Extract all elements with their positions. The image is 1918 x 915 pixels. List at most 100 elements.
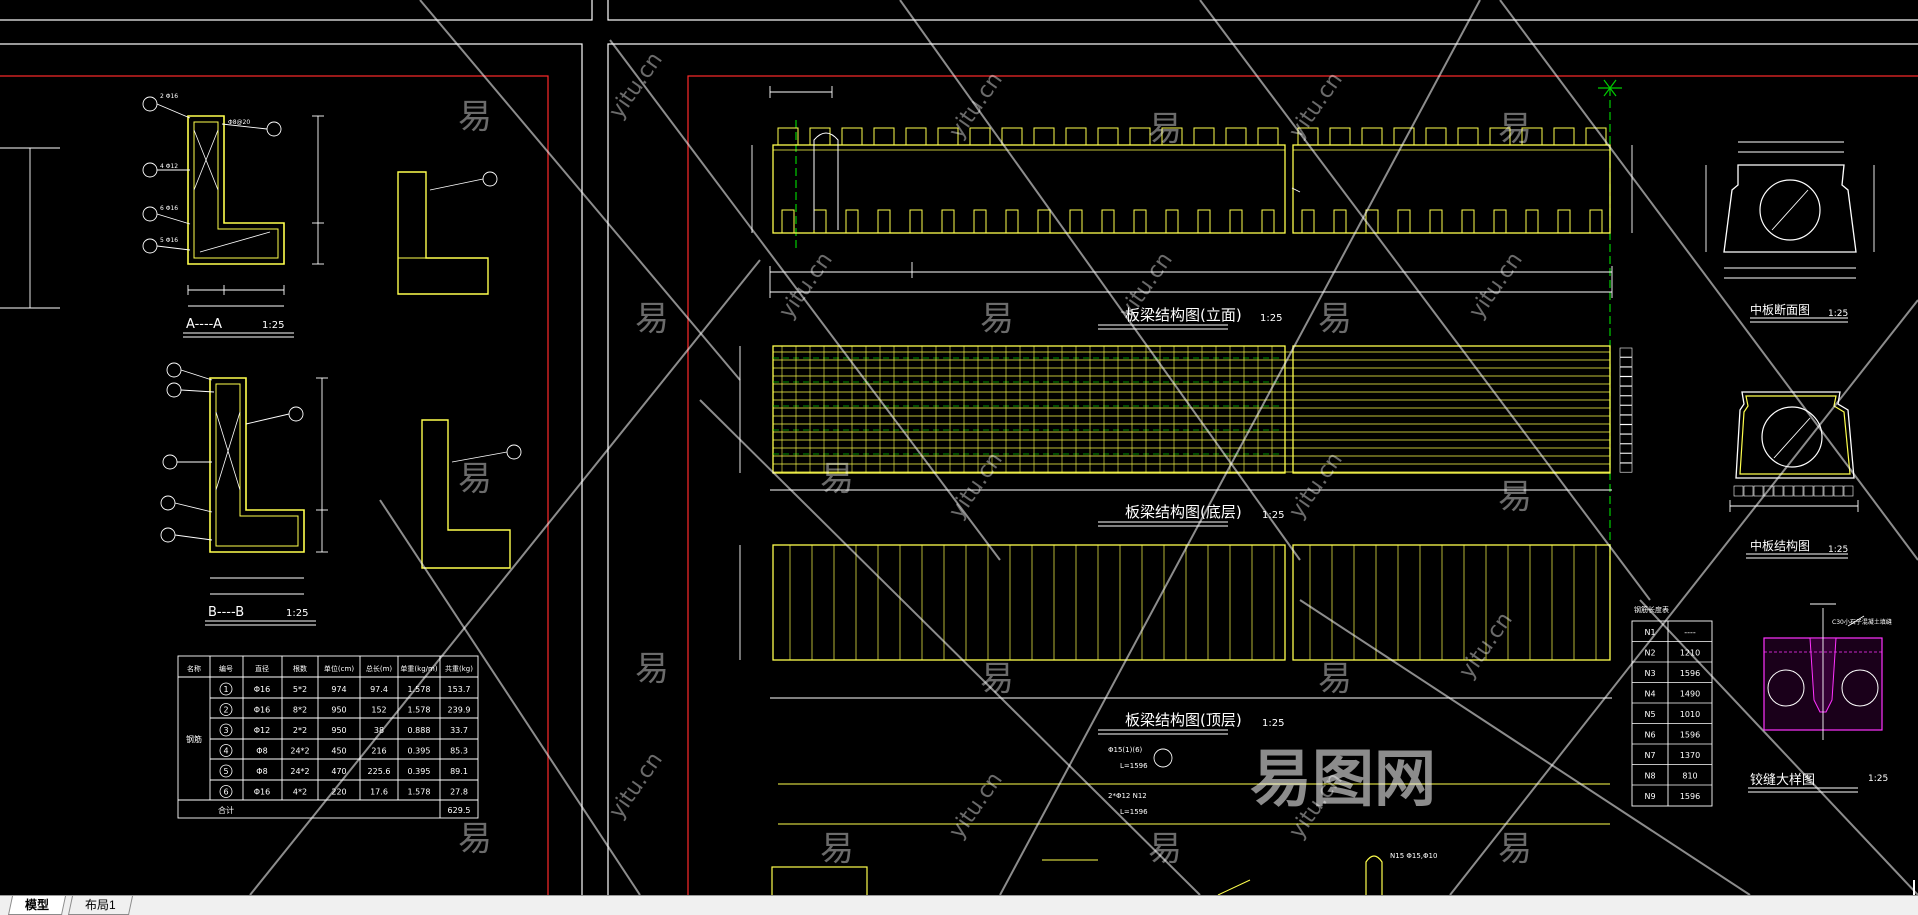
- table-cell: Φ16: [254, 685, 270, 694]
- list-code: N4: [1644, 690, 1655, 699]
- mid-detail-scale: 1:25: [1828, 545, 1848, 555]
- mid-detail-title: 中板结构图: [1750, 538, 1810, 553]
- table-header-cell: 单重(kg/m): [400, 664, 437, 673]
- table-header-cell: 根数: [293, 664, 307, 673]
- list-length: 1596: [1680, 792, 1700, 801]
- svg-text:Φ8@20: Φ8@20: [228, 119, 250, 126]
- left-edge-dims: [0, 147, 60, 309]
- table-header-cell: 总长(m): [366, 664, 393, 673]
- tab-layout1[interactable]: 布局1: [67, 896, 133, 915]
- list-code: N5: [1644, 710, 1655, 719]
- rebar-b-length: L=1596: [1120, 762, 1148, 770]
- table-header-cell: 共重(kg): [445, 664, 473, 673]
- bottom-layer-scale: 1:25: [1262, 510, 1284, 521]
- table-cell: 8*2: [293, 706, 307, 715]
- table-cell: Φ16: [254, 788, 270, 797]
- table-cell: 0.395: [408, 767, 431, 776]
- table-cell: 974: [331, 685, 346, 694]
- tab-model-label: 模型: [25, 898, 50, 912]
- table-cell: Φ16: [254, 706, 270, 715]
- watermark-glyph: 易: [1498, 109, 1532, 149]
- table-cell: 2*2: [293, 726, 307, 735]
- watermark-glyph: 易: [1498, 829, 1532, 869]
- bottom-layer-title: 板梁结构图(底层): [1125, 503, 1242, 521]
- rebar-list-title: 钢筋长度表: [1634, 605, 1669, 614]
- list-code: N3: [1644, 669, 1655, 678]
- rebar-b-label: Φ15(1)(6): [1108, 746, 1143, 754]
- mid-section-scale: 1:25: [1828, 309, 1848, 319]
- table-group-label: 钢筋: [186, 734, 202, 744]
- top-layer-plan: 板梁结构图(顶层) 1:25: [739, 544, 1612, 735]
- table-cell: 4: [223, 747, 228, 756]
- table-cell: 33.7: [450, 726, 468, 735]
- hinge-scale: 1:25: [1868, 774, 1888, 784]
- table-cell: 950: [331, 726, 346, 735]
- table-cell: 5*2: [293, 685, 307, 694]
- table-cell: Φ8: [256, 747, 267, 756]
- table-header-cell: 名称: [187, 664, 201, 673]
- table-header-cell: 单位(cm): [324, 664, 354, 673]
- watermark-glyph: 易: [980, 299, 1014, 339]
- watermark-glyph: 易: [458, 819, 492, 859]
- hinge-note: C30小石子混凝土填缝: [1832, 618, 1892, 626]
- table-cell: 89.1: [450, 767, 468, 776]
- table-cell: 97.4: [370, 685, 388, 694]
- watermark-glyph: 易: [1148, 109, 1182, 149]
- bottom-layer-plan: 板梁结构图(底层) 1:25: [739, 345, 1633, 527]
- watermark-diagonal: yitu.cn: [604, 748, 667, 824]
- table-header-cell: 编号: [219, 664, 233, 673]
- rebar-shape-5: [421, 419, 522, 569]
- section-b-scale: 1:25: [286, 608, 308, 619]
- section-b-b: B----B 1:25: [160, 362, 328, 626]
- watermark-glyph: 易: [1498, 477, 1532, 517]
- watermark-glyph: 易: [635, 299, 669, 339]
- table-cell: 1: [223, 685, 228, 694]
- table-cell: 17.6: [370, 788, 388, 797]
- hinge-title: 铰缝大样图: [1750, 773, 1815, 788]
- svg-text:2 Φ16: 2 Φ16: [160, 93, 178, 100]
- hinge-detail: C30小石子混凝土填缝 铰缝大样图 1:25: [1748, 603, 1892, 793]
- rebar-c-length: L=1596: [1120, 808, 1148, 816]
- elevation-scale: 1:25: [1260, 313, 1282, 324]
- print-borders: [0, 75, 1918, 895]
- table-cell: 220: [331, 788, 346, 797]
- rebar-shape-4: [397, 171, 498, 295]
- list-length: ----: [1684, 628, 1696, 637]
- list-code: N1: [1644, 628, 1655, 637]
- table-cell: 0.395: [408, 747, 431, 756]
- list-length: 1596: [1680, 669, 1700, 678]
- mid-detail: 中板结构图 1:25: [1729, 391, 1859, 559]
- watermark-glyph: 易: [635, 649, 669, 689]
- table-cell: 470: [331, 767, 346, 776]
- svg-text:4 Φ12: 4 Φ12: [160, 163, 178, 170]
- table-cell: 0.888: [408, 726, 431, 735]
- watermark-glyph: 易: [820, 829, 854, 869]
- top-layer-title: 板梁结构图(顶层): [1125, 711, 1242, 729]
- table-cell: 38: [374, 726, 384, 735]
- table-cell: 5: [223, 767, 228, 776]
- table-cell: Φ12: [254, 726, 270, 735]
- tab-model[interactable]: 模型: [7, 896, 67, 915]
- table-cell: 239.9: [448, 706, 471, 715]
- table-cell: 152: [371, 706, 386, 715]
- table-cell: 2: [223, 706, 228, 715]
- table-cell: 27.8: [450, 788, 468, 797]
- watermark-diagonal: yitu.cn: [944, 768, 1007, 844]
- table-cell: 85.3: [450, 747, 468, 756]
- table-cell: 450: [331, 747, 346, 756]
- table-cell: 1.578: [408, 685, 431, 694]
- list-code: N7: [1644, 751, 1655, 760]
- watermark-diagonal: yitu.cn: [1464, 248, 1527, 324]
- elevation-view: 板梁结构图(立面) 1:25: [751, 79, 1633, 560]
- table-cell: 1.578: [408, 788, 431, 797]
- watermark-glyph: 易: [458, 97, 492, 137]
- list-length: 1490: [1680, 690, 1700, 699]
- tab-layout1-label: 布局1: [85, 898, 116, 912]
- rebar-n15-label: N15 Φ15,Φ10: [1390, 852, 1437, 860]
- list-length: 810: [1682, 772, 1697, 781]
- table-cell: Φ8: [256, 767, 267, 776]
